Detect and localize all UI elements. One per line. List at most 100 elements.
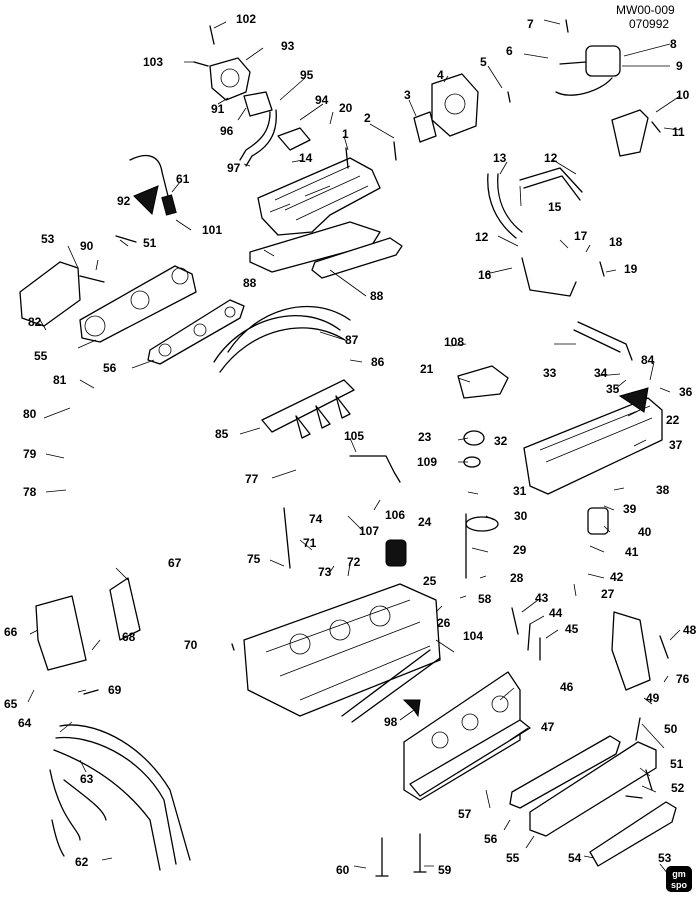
- part-label: 64: [18, 716, 32, 730]
- part-label: 96: [220, 124, 234, 138]
- part-label: 22: [666, 413, 680, 427]
- part-label: 94: [315, 93, 329, 107]
- part-label: 43: [535, 591, 549, 605]
- part-label: 32: [494, 434, 508, 448]
- part-label: 12: [475, 230, 489, 244]
- part-label: 102: [236, 12, 256, 26]
- callout-arrows: [402, 387, 649, 718]
- part-label: 36: [679, 385, 693, 399]
- part-label: 59: [438, 863, 452, 877]
- part-label: 30: [514, 509, 528, 523]
- part-label: 37: [669, 438, 683, 452]
- date-code: 070992: [629, 17, 669, 31]
- part-label: 35: [606, 382, 620, 396]
- part-label: 71: [303, 536, 317, 550]
- part-drawings: [19, 19, 677, 877]
- part-label: 11: [672, 125, 685, 139]
- part-label: 19: [624, 262, 638, 276]
- part-label: 60: [336, 863, 350, 877]
- part-label: 72: [347, 555, 361, 569]
- part-label: 91: [211, 102, 225, 116]
- part-label: 77: [245, 472, 259, 486]
- part-label: 78: [23, 485, 37, 499]
- leader-lines: [27, 19, 681, 875]
- part-label: 97: [227, 161, 241, 175]
- part-label: 51: [143, 236, 157, 250]
- part-label: 109: [417, 455, 437, 469]
- part-label: 73: [318, 565, 332, 579]
- part-label: 57: [458, 807, 472, 821]
- part-label: 101: [202, 223, 222, 237]
- part-label: 105: [344, 429, 364, 443]
- part-label: 34: [594, 366, 608, 380]
- part-label: 55: [506, 851, 520, 865]
- part-label: 80: [23, 407, 37, 421]
- part-label: 107: [359, 524, 379, 538]
- part-label: 58: [478, 592, 492, 606]
- part-label: 33: [543, 366, 557, 380]
- part-label: 29: [513, 543, 527, 557]
- part-label: 69: [108, 683, 122, 697]
- part-label: 7: [527, 17, 534, 31]
- part-label: 4: [437, 68, 444, 82]
- part-label: 93: [281, 39, 295, 53]
- part-label: 3: [404, 88, 411, 102]
- gm-spo-logo: gm spo: [666, 866, 692, 892]
- part-label: 40: [638, 525, 652, 539]
- part-label: 21: [420, 362, 434, 376]
- part-label: 48: [683, 623, 697, 637]
- part-label: 56: [484, 832, 498, 846]
- part-label: 20: [339, 101, 353, 115]
- part-label: 55: [34, 349, 48, 363]
- part-label: 8: [670, 37, 677, 51]
- part-label: 53: [41, 232, 55, 246]
- part-label: 50: [664, 722, 678, 736]
- part-label: 52: [671, 781, 685, 795]
- part-label: 5: [480, 55, 487, 69]
- part-label: 42: [610, 570, 624, 584]
- part-label: 46: [560, 680, 574, 694]
- part-label: 1: [342, 127, 349, 141]
- part-label: 45: [565, 622, 579, 636]
- part-label: 68: [122, 630, 136, 644]
- part-label: 66: [4, 625, 18, 639]
- part-label: 70: [184, 638, 198, 652]
- part-label: 54: [568, 851, 582, 865]
- part-label: 39: [623, 502, 637, 516]
- part-label: 61: [176, 172, 190, 186]
- part-label: 51: [670, 757, 684, 771]
- part-label: 90: [80, 239, 94, 253]
- part-label: 17: [574, 229, 588, 243]
- part-label: 104: [463, 629, 483, 643]
- part-label: 27: [601, 587, 615, 601]
- part-label: 79: [23, 447, 37, 461]
- part-label: 108: [444, 335, 464, 349]
- part-label: 106: [385, 508, 405, 522]
- part-label: 53: [658, 851, 672, 865]
- part-labels: 102 93 103 95 94 91 20 96 2 1 14 61 97 9…: [4, 12, 697, 877]
- part-label: 92: [117, 194, 131, 208]
- part-label: 81: [53, 373, 67, 387]
- part-label: 10: [676, 88, 690, 102]
- diagram-code: MW00-009: [616, 3, 675, 17]
- part-label: 15: [548, 200, 562, 214]
- part-label: 26: [437, 616, 451, 630]
- part-label: 56: [103, 361, 117, 375]
- part-label: 74: [309, 512, 323, 526]
- part-label: 75: [247, 552, 261, 566]
- part-label: 28: [510, 571, 524, 585]
- part-label: 9: [676, 59, 683, 73]
- part-label: 65: [4, 697, 18, 711]
- part-label: 24: [418, 515, 432, 529]
- part-label: 18: [609, 235, 623, 249]
- part-label: 44: [549, 606, 563, 620]
- part-label: 85: [215, 427, 229, 441]
- part-label: 67: [168, 556, 182, 570]
- part-label: 103: [143, 55, 163, 69]
- part-label: 62: [75, 855, 89, 869]
- part-label: 84: [641, 353, 655, 367]
- part-label: 86: [371, 355, 385, 369]
- part-label: 98: [384, 715, 398, 729]
- part-label: 2: [364, 111, 371, 125]
